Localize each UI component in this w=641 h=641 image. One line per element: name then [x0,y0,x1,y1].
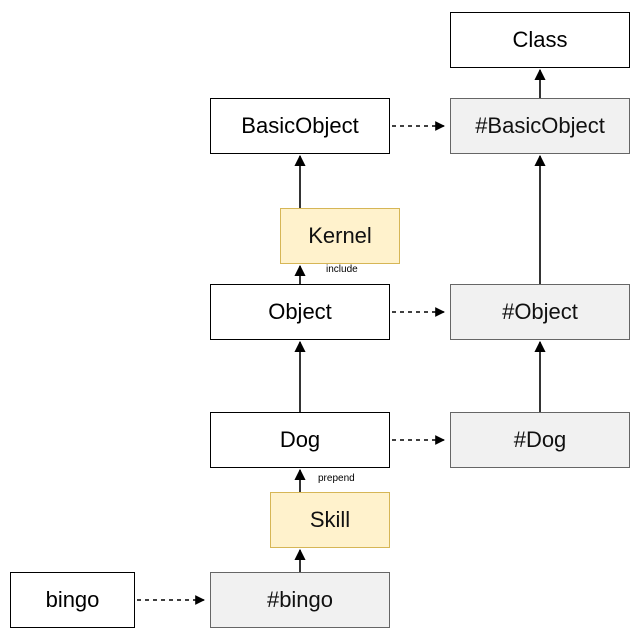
node-kernel[interactable]: Kernel [280,208,400,264]
node-hbasicobject[interactable]: #BasicObject [450,98,630,154]
node-hdog[interactable]: #Dog [450,412,630,468]
edge-label-prepend: prepend [318,473,355,484]
node-skill[interactable]: Skill [270,492,390,548]
node-dog[interactable]: Dog [210,412,390,468]
edge-label-include: include [326,264,358,275]
node-object[interactable]: Object [210,284,390,340]
node-bingo[interactable]: bingo [10,572,135,628]
node-hobject[interactable]: #Object [450,284,630,340]
node-class[interactable]: Class [450,12,630,68]
node-hbingo[interactable]: #bingo [210,572,390,628]
node-basicobject[interactable]: BasicObject [210,98,390,154]
